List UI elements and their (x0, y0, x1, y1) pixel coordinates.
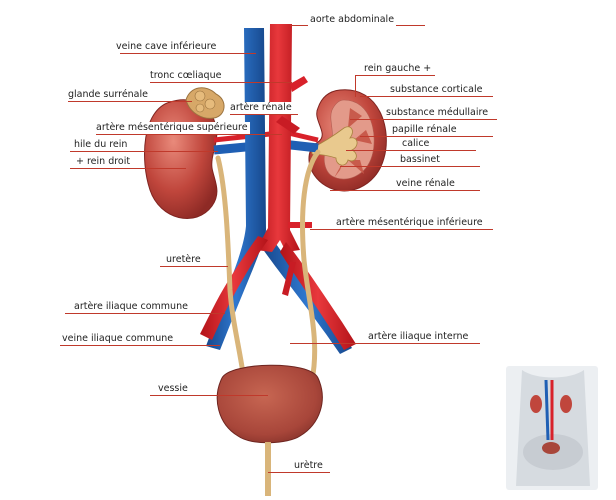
leader-line (355, 75, 435, 76)
leader-line (340, 166, 480, 167)
label-artere-iliaque-interne: artère iliaque interne (366, 331, 470, 343)
label-artere-mesenterique-inferieure: artère mésentérique inférieure (334, 217, 485, 229)
leader-line (70, 168, 186, 169)
leader-line (360, 136, 493, 137)
label-veine-iliaque-commune: veine iliaque commune (60, 333, 175, 345)
leader-line (346, 150, 476, 151)
leader-line (268, 472, 330, 473)
body-location-thumbnail-icon (506, 366, 598, 490)
label-aorte-abdominale: aorte abdominale (308, 14, 396, 26)
leader-line (60, 345, 220, 346)
label-veine-renale: veine rénale (394, 178, 457, 190)
label-artere-renale: artère rénale (228, 102, 294, 114)
label-glande-surrenale: glande surrénale (66, 89, 150, 101)
leader-line (330, 190, 480, 191)
leader-line (150, 82, 292, 83)
label-uretre: urètre (292, 460, 325, 472)
label-uretere: uretère (164, 254, 203, 266)
leader-line (355, 75, 356, 97)
label-substance-corticale: substance corticale (388, 84, 484, 96)
label-hile-du-rein: hile du rein (72, 139, 129, 151)
leader-line (290, 343, 480, 344)
leader-line (230, 114, 298, 115)
leader-line (350, 119, 497, 120)
label-rein-gauche: rein gauche + (362, 63, 433, 75)
leader-line (160, 266, 228, 267)
label-artere-mesenterique-superieure: artère mésentérique supérieure (94, 122, 250, 134)
label-papille-renale: papille rénale (390, 124, 459, 136)
leader-line (150, 395, 268, 396)
label-rein-droit: + rein droit (74, 156, 132, 168)
left-ureter (303, 152, 318, 380)
leader-line (65, 313, 225, 314)
leader-line (70, 151, 218, 152)
label-substance-medullaire: substance médullaire (384, 107, 490, 119)
label-veine-cave-inferieure: veine cave inférieure (114, 41, 218, 53)
label-tronc-coeliaque: tronc cœliaque (148, 70, 223, 82)
leader-line (68, 101, 192, 102)
leader-line (360, 96, 493, 97)
label-artere-iliaque-commune: artère iliaque commune (72, 301, 190, 313)
label-calice: calice (400, 138, 431, 150)
leader-line (120, 53, 256, 54)
bladder (217, 365, 322, 443)
label-bassinet: bassinet (398, 154, 442, 166)
label-vessie: vessie (156, 383, 190, 395)
leader-line (96, 134, 282, 135)
leader-line (310, 229, 493, 230)
